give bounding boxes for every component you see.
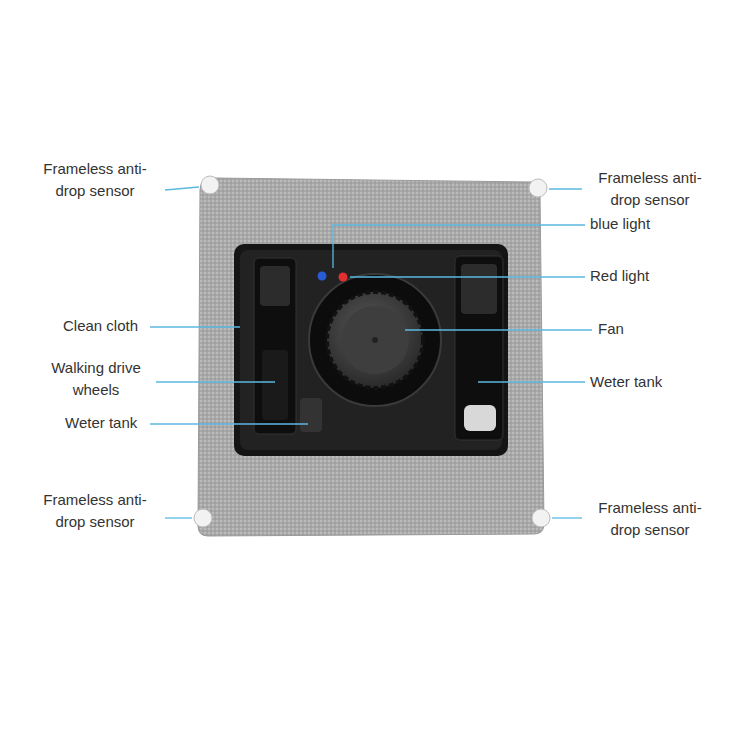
part-label: blue light — [590, 213, 650, 235]
part-label: Weter tank — [590, 371, 662, 393]
leader-line — [405, 329, 592, 330]
part-label: Clean cloth — [63, 315, 138, 337]
leader-line — [552, 517, 582, 518]
leader-line — [150, 326, 240, 327]
leader-line — [165, 187, 199, 190]
part-label: Red light — [590, 265, 649, 287]
leader-line — [478, 381, 585, 382]
leader-line — [549, 188, 582, 189]
leader-line — [150, 423, 308, 424]
leader-line — [333, 225, 585, 268]
part-label: Frameless anti-drop sensor — [585, 167, 715, 211]
part-label: Frameless anti-drop sensor — [30, 158, 160, 202]
leader-line — [165, 517, 192, 518]
leader-line — [156, 381, 275, 382]
part-label: Fan — [598, 318, 624, 340]
part-label: Frameless anti-drop sensor — [30, 489, 160, 533]
leader-line — [350, 276, 585, 277]
part-label: Frameless anti-drop sensor — [585, 497, 715, 541]
part-label: Weter tank — [65, 412, 137, 434]
part-label: Walking drive wheels — [40, 357, 152, 401]
